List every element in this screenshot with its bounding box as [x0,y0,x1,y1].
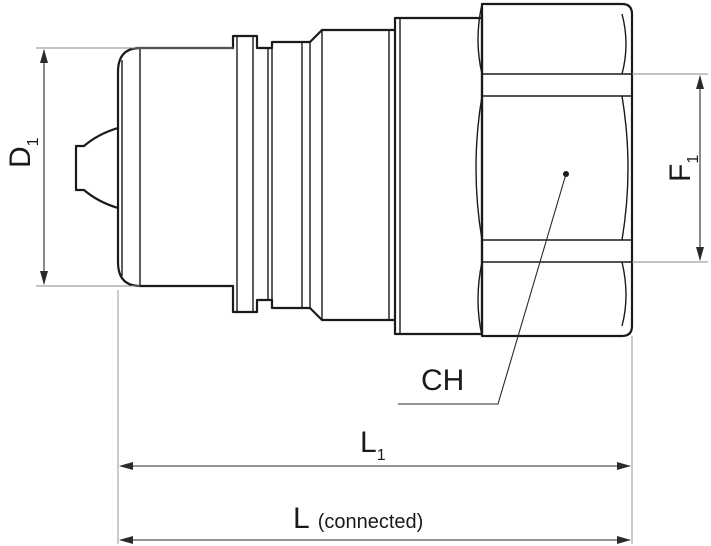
ch-label: CH [421,364,464,397]
l1-label: L1 [360,426,386,464]
f1-label: F1 [664,155,702,182]
body-step [393,16,484,336]
dimension-l1: L1 [119,426,631,470]
locking-collar [231,28,397,322]
dimension-f1: F1 [632,73,708,263]
l-label: L(connected) [293,502,423,535]
poppet-nose [74,126,120,210]
hex-nut [480,2,634,338]
dimension-d1: D1 [4,47,233,287]
front-sleeve [116,46,235,288]
coupling-body [74,2,634,338]
dimension-l: L(connected) [119,502,631,544]
d1-label: D1 [4,137,42,168]
ch-leader: CH [398,173,567,405]
